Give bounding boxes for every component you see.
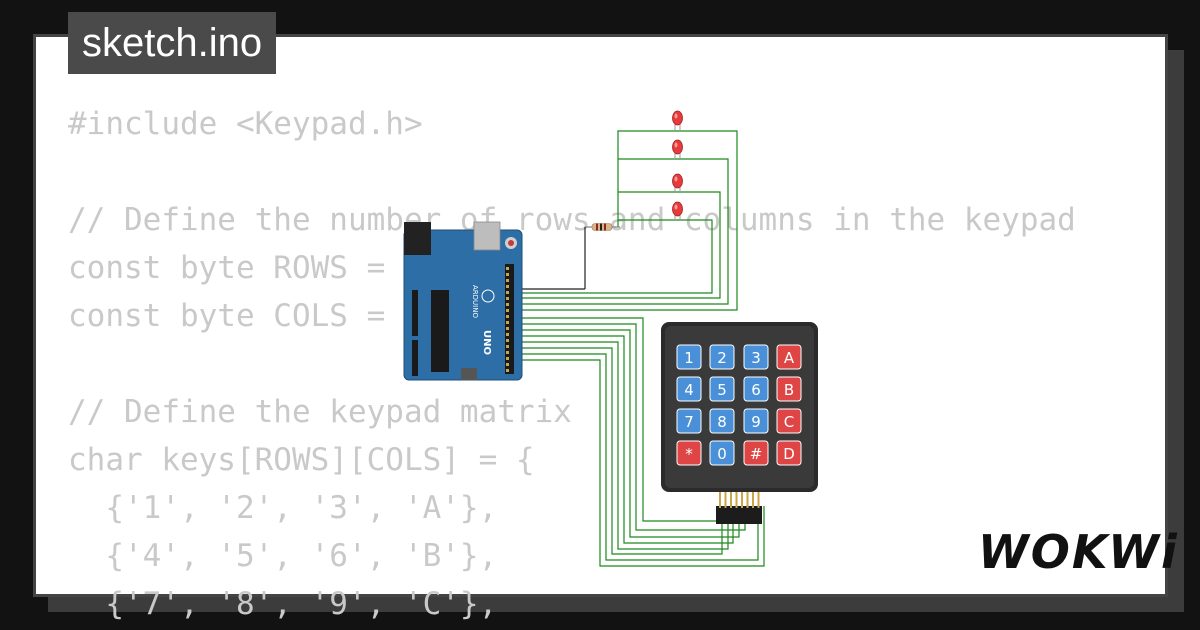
header-pin	[506, 351, 509, 354]
code-line: // Define the number of rows and columns…	[68, 202, 1076, 238]
led-red	[672, 110, 683, 130]
keypad-key[interactable]: *	[676, 440, 702, 466]
wire	[522, 191, 721, 299]
header-pin	[506, 369, 509, 372]
wire	[522, 353, 759, 561]
keypad-key[interactable]: 2	[709, 344, 735, 370]
keypad-connector-pin	[741, 492, 743, 508]
led-red	[672, 173, 683, 193]
code-line: {'4', '5', '6', 'B'},	[105, 538, 498, 574]
header-pin	[506, 285, 509, 288]
keypad-key-label: 1	[684, 349, 694, 367]
keypad-key-label: B	[784, 381, 794, 399]
keypad-key[interactable]: 9	[743, 408, 769, 434]
header-pin	[506, 279, 509, 282]
keypad-key[interactable]: 6	[743, 376, 769, 402]
keypad-key-label: D	[783, 445, 795, 463]
keypad-connector-pin	[746, 492, 749, 508]
keypad-key[interactable]: A	[776, 344, 802, 370]
keypad-key[interactable]: 7	[676, 408, 702, 434]
wire	[522, 219, 713, 294]
header-pin	[506, 267, 509, 270]
keypad-key-label: 4	[684, 381, 694, 399]
board-model-label: UNO	[481, 330, 492, 355]
header-pin	[506, 321, 509, 324]
code-line: {'7', '8', '9', 'C'},	[105, 586, 498, 622]
keypad-key-label: A	[784, 349, 795, 367]
wokwi-logo: WOKWi	[978, 525, 1179, 579]
wire	[522, 359, 765, 567]
header-pin	[506, 345, 509, 348]
header-pin	[506, 291, 509, 294]
keypad-key-label: 0	[717, 445, 727, 463]
keypad-key-label: 9	[751, 413, 761, 431]
wire	[522, 158, 729, 305]
keypad-key-label: 5	[717, 381, 727, 399]
keypad-key-label: 2	[717, 349, 727, 367]
file-tab[interactable]: sketch.ino	[68, 12, 277, 74]
code-line: // Define the keypad matrix	[68, 394, 572, 430]
leds	[672, 110, 683, 221]
keypad-key[interactable]: 4	[676, 376, 702, 402]
keypad-key[interactable]: B	[776, 376, 802, 402]
keypad-key-label: #	[750, 445, 763, 463]
keypad-4x4: 1 2 3 A 4 5 6 B 7 8 9 C * 0 # D	[661, 322, 818, 524]
wires	[522, 130, 765, 567]
wire	[522, 347, 723, 555]
keypad-key[interactable]: C	[776, 408, 802, 434]
keypad-key-label: 6	[751, 381, 761, 399]
header-pin	[506, 309, 509, 312]
board-brand-label: ARDUINO	[471, 285, 479, 318]
resistor	[522, 223, 620, 290]
code-editor: #include <Keypad.h> // Define the number…	[68, 100, 1076, 628]
keypad-key[interactable]: 0	[709, 440, 735, 466]
keypad-key[interactable]: D	[776, 440, 802, 466]
header-pin	[506, 357, 509, 360]
code-line: #include <Keypad.h>	[68, 106, 423, 142]
keypad-key-label: 3	[751, 349, 761, 367]
code-line: char keys[ROWS][COLS] = {	[68, 442, 535, 478]
keypad-key[interactable]: 8	[709, 408, 735, 434]
keypad-key-label: *	[685, 445, 693, 463]
keypad-key[interactable]: 1	[676, 344, 702, 370]
header-pin	[506, 303, 509, 306]
wire	[522, 341, 729, 550]
keypad-connector-pin	[757, 492, 760, 508]
keypad-key-label: C	[784, 413, 794, 431]
header-pin	[506, 273, 509, 276]
header-pin	[506, 315, 509, 318]
keypad-key[interactable]: #	[743, 440, 769, 466]
header-pin	[506, 327, 509, 330]
keypad-key[interactable]: 5	[709, 376, 735, 402]
wire	[522, 130, 738, 311]
wire	[522, 329, 740, 538]
code-line: {'1', '2', '3', 'A'},	[105, 490, 498, 526]
header-pin	[506, 363, 509, 366]
header-pin	[506, 339, 509, 342]
led-red	[672, 139, 683, 159]
keypad-connector-pin	[730, 492, 732, 508]
header-pin	[506, 297, 509, 300]
keypad-key-label: 7	[684, 413, 694, 431]
keypad-connector-pin	[719, 492, 721, 508]
wire	[522, 335, 734, 544]
code-line: const byte ROWS = 4;	[68, 250, 441, 286]
keypad-key-label: 8	[717, 413, 727, 431]
arduino-uno-board: ARDUINO UNO	[403, 221, 523, 381]
led-red	[672, 201, 683, 221]
header-pin	[506, 333, 509, 336]
keypad-connector-pin	[752, 492, 754, 508]
keypad-connector-pin	[724, 492, 727, 508]
keypad-key[interactable]: 3	[743, 344, 769, 370]
keypad-connector-pin	[735, 492, 738, 508]
